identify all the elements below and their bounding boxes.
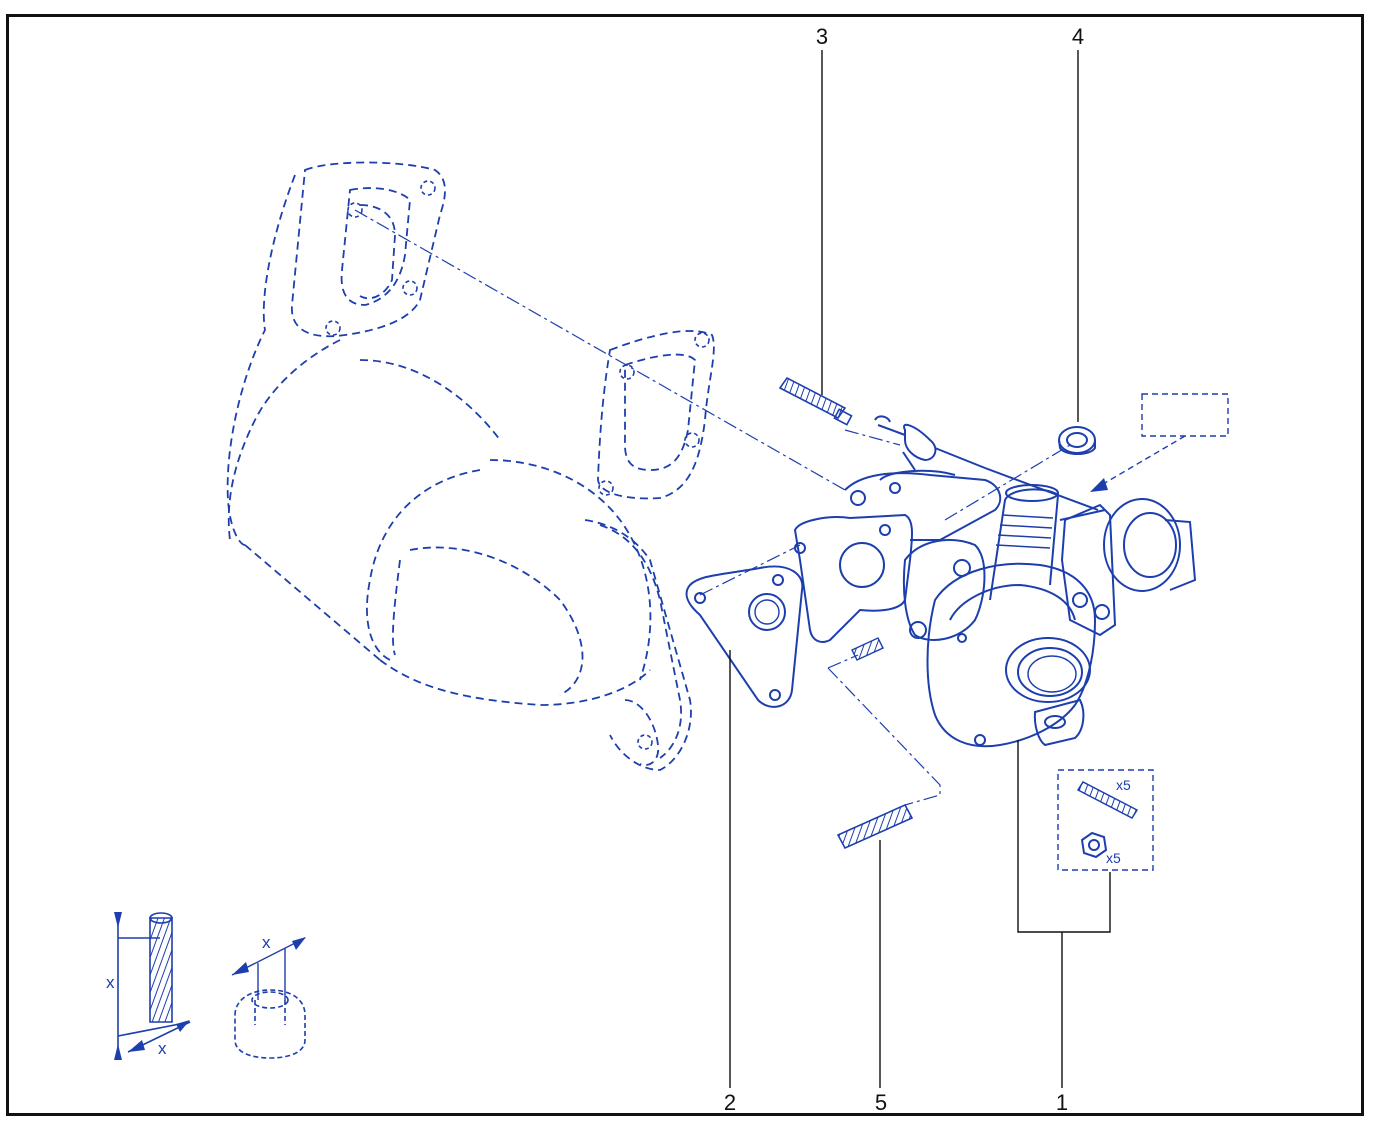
callout-2: 2	[723, 1090, 737, 1115]
callout-3: 3	[815, 24, 829, 49]
kit-stud-icon	[1076, 781, 1139, 819]
dimension-legend-nut-arrows	[231, 937, 306, 1000]
reference-box	[1097, 393, 1229, 488]
kit-nut-quantity: x5	[1106, 850, 1121, 866]
part-4-washer	[1058, 426, 1096, 455]
exhaust-manifold-outline	[226, 161, 715, 771]
oil-feed-pipe	[874, 415, 986, 471]
callout-5: 5	[874, 1090, 888, 1115]
dimension-label-stud-diameter: x	[158, 1039, 167, 1058]
part-1-turbocharger	[793, 467, 1197, 748]
dimension-label-stud-length: x	[106, 973, 115, 992]
kit-stud-quantity: x5	[1116, 777, 1131, 793]
part-5-stud	[836, 637, 914, 850]
fastener-kit-box	[1057, 769, 1154, 871]
reference-arrow-icon	[1090, 478, 1108, 492]
assembly-axis-lines	[354, 209, 1071, 806]
dimension-legend-nut	[234, 989, 306, 1059]
dimension-label-nut-width: x	[262, 933, 271, 952]
diagram-frame	[6, 14, 1364, 1116]
kit-nut-icon	[1080, 831, 1108, 859]
manifold-holes	[325, 180, 710, 750]
callout-4: 4	[1071, 24, 1085, 49]
callout-1: 1	[1055, 1090, 1069, 1115]
dimension-legend-stud	[114, 912, 191, 1060]
part-2-gasket	[685, 565, 804, 708]
part-3-stud	[778, 376, 853, 426]
callout-leaders	[729, 50, 1111, 1088]
